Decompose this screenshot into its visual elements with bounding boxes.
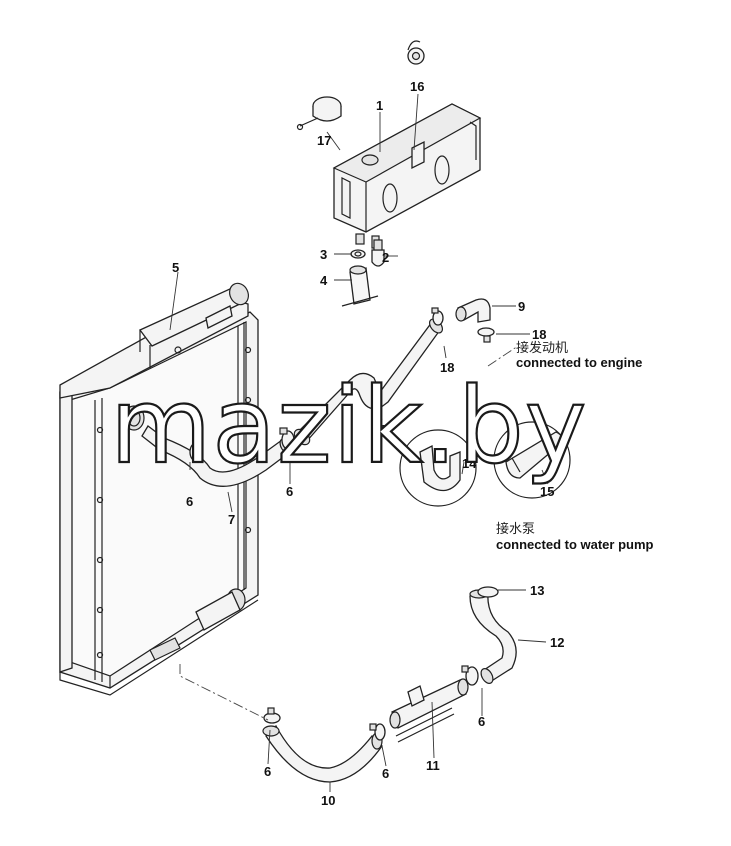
sensor-16 — [407, 40, 425, 65]
hose-8 — [293, 318, 444, 446]
callout-18-upper: 18 — [532, 327, 546, 342]
centerline-radiator-to-hose10 — [179, 664, 269, 721]
engine-note-zh: 接发动机 — [516, 340, 568, 356]
watermark: mazik.by — [110, 365, 587, 487]
callout-1: 1 — [376, 98, 383, 113]
pump-note-zh: 接水泵 — [496, 521, 535, 537]
fittings-2-3-4 — [341, 239, 385, 307]
leader-lines — [169, 93, 549, 792]
callout-3: 3 — [320, 247, 327, 262]
callout-4: 4 — [320, 273, 328, 288]
centerline-engine — [487, 345, 519, 367]
callout-2: 2 — [382, 250, 389, 265]
radiator-assembly — [59, 282, 259, 696]
callout-16: 16 — [410, 79, 424, 94]
callout-10: 10 — [321, 793, 335, 808]
pump-note-en: connected to water pump — [496, 537, 654, 552]
callout-6-lower-right: 6 — [478, 714, 485, 729]
hose-9 — [455, 298, 491, 323]
expansion-tank — [332, 103, 482, 249]
detail-circle-14 — [399, 429, 477, 507]
hose-12 — [469, 589, 517, 684]
callout-6-lower-mid: 6 — [382, 766, 389, 781]
engine-note-en: connected to engine — [516, 355, 642, 370]
detail-circle-15 — [493, 421, 571, 499]
callout-15: 15 — [540, 484, 554, 499]
callout-numbers: 1 2 3 4 5 6 6 6 6 6 7 8 9 10 11 12 13 14… — [172, 79, 564, 808]
callout-12: 12 — [550, 635, 564, 650]
hose-clamps — [189, 307, 499, 741]
callout-11: 11 — [426, 758, 440, 773]
callout-6-left: 6 — [186, 494, 193, 509]
callout-6-mid: 6 — [286, 484, 293, 499]
callout-9: 9 — [518, 299, 525, 314]
callout-18-lower: 18 — [440, 360, 454, 375]
callout-8: 8 — [380, 422, 387, 437]
callout-5: 5 — [172, 260, 179, 275]
callout-14: 14 — [462, 456, 477, 471]
callout-7: 7 — [228, 512, 235, 527]
callout-17: 17 — [317, 133, 331, 148]
hose-10 — [262, 724, 383, 783]
tee-pipe-11 — [389, 678, 469, 743]
filler-cap-17 — [296, 96, 342, 131]
callout-13: 13 — [530, 583, 544, 598]
callout-6-lower-left: 6 — [264, 764, 271, 779]
